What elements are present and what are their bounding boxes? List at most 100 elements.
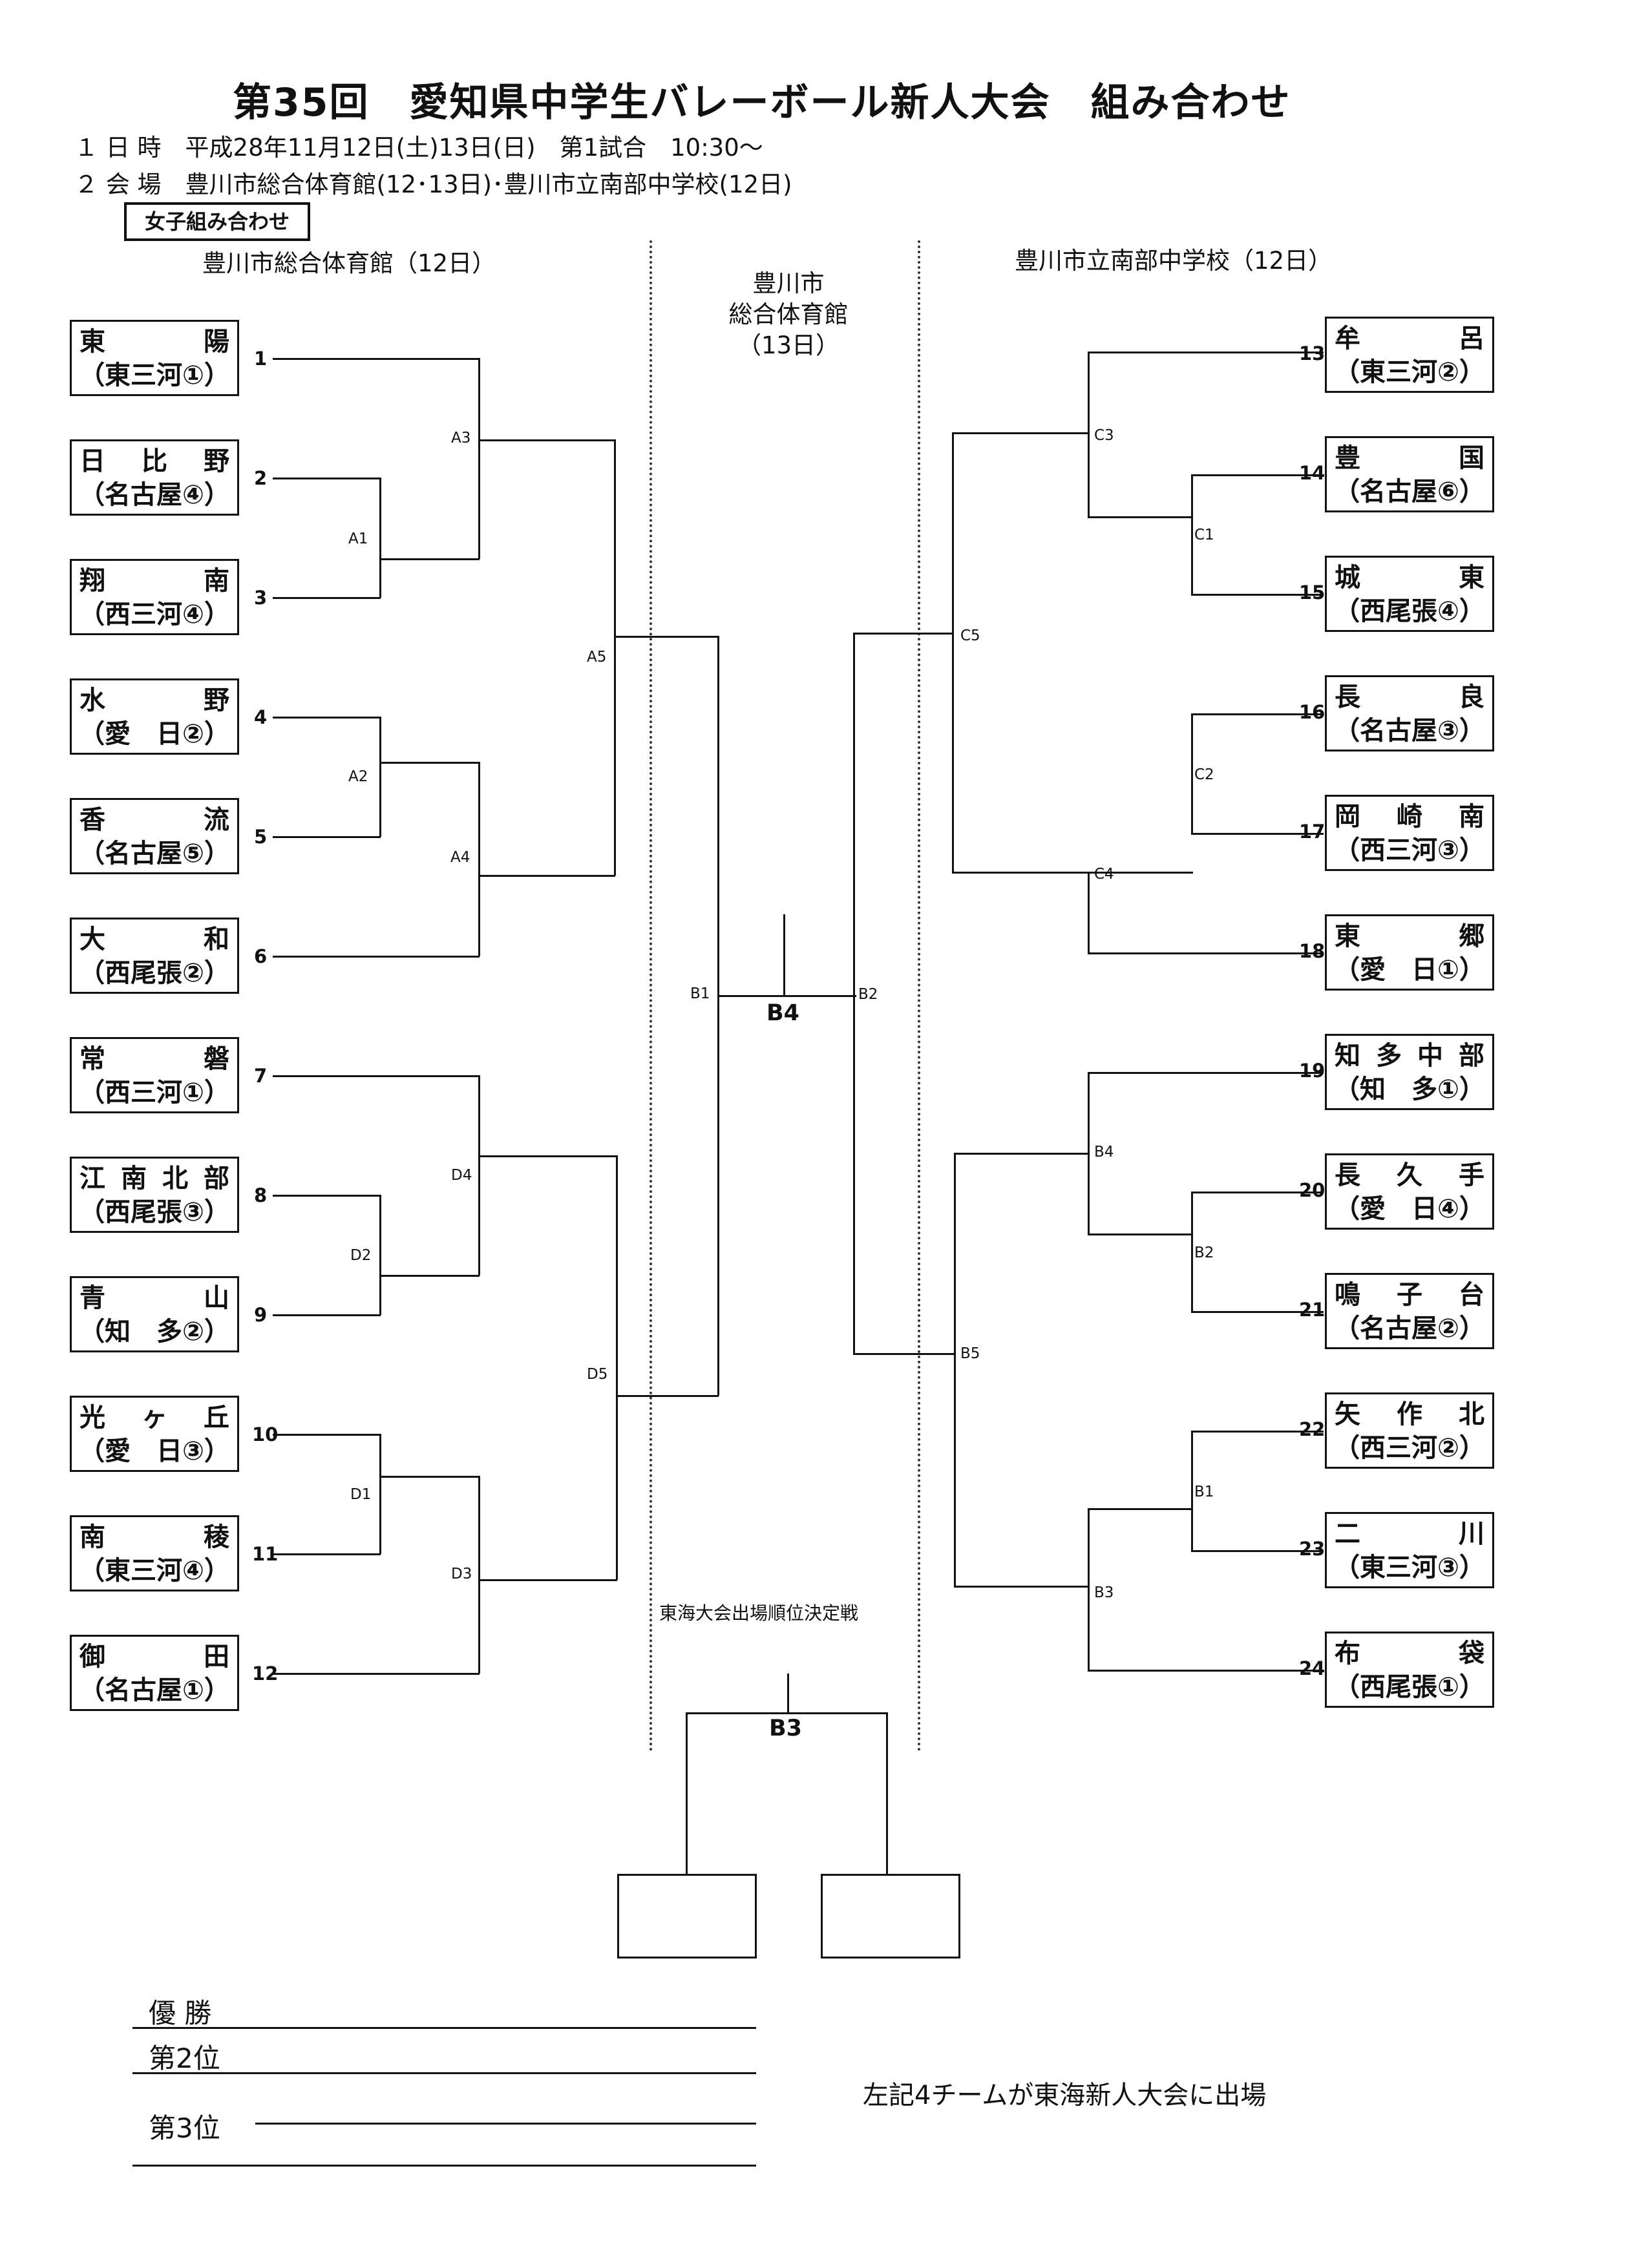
bracket-line	[787, 1674, 789, 1714]
bracket-line	[273, 597, 381, 599]
match-label: B1	[1194, 1484, 1214, 1500]
bracket-line	[273, 1075, 480, 1077]
bracket-line	[1191, 474, 1324, 476]
team-name: 牟呂	[1335, 324, 1484, 353]
bracket-line	[478, 1075, 480, 1276]
match-label: C3	[1094, 427, 1114, 444]
team-region: （東三河①）	[79, 361, 230, 390]
team-box: 東郷（愛 日①）	[1325, 914, 1494, 991]
bracket-line	[273, 717, 381, 719]
match-label: C4	[1094, 866, 1114, 883]
venue-center-line: （13日）	[737, 331, 840, 359]
team-region: （西尾張③）	[79, 1197, 230, 1227]
team-number: 4	[254, 706, 268, 728]
team-name: 江南北部	[79, 1164, 229, 1193]
team-name: 光ヶ丘	[79, 1403, 229, 1433]
team-name: 御田	[79, 1642, 229, 1672]
bracket-line	[954, 1586, 1090, 1588]
team-region: （知 多②）	[79, 1317, 230, 1347]
team-name: 知多中部	[1335, 1041, 1484, 1071]
bracket-line	[1191, 1192, 1193, 1312]
bracket-line	[1191, 1192, 1324, 1193]
bracket-line	[478, 1155, 617, 1157]
match-label: B4	[1094, 1144, 1114, 1160]
bracket-line	[1191, 1431, 1193, 1551]
team-box: 長久手（愛 日④）	[1325, 1153, 1494, 1230]
bracket-line	[273, 1673, 480, 1675]
bracket-line	[379, 1195, 381, 1315]
division-label: 女子組み合わせ	[124, 202, 310, 241]
divider-left	[650, 240, 652, 1752]
bracket-line	[784, 995, 855, 997]
team-number: 1	[254, 348, 268, 370]
team-box: 城東（西尾張④）	[1325, 556, 1494, 632]
match-label: B2	[858, 986, 878, 1003]
team-name: 大和	[79, 925, 229, 954]
team-number: 19	[1299, 1060, 1326, 1082]
team-name: 翔南	[79, 566, 229, 596]
bracket-line	[783, 914, 785, 996]
team-name: 東陽	[79, 327, 229, 357]
team-name: 城東	[1335, 563, 1484, 593]
match-label: A2	[348, 768, 368, 785]
team-number: 13	[1299, 342, 1326, 364]
team-region: （西三河②）	[1334, 1433, 1485, 1463]
team-box: 知多中部 （知 多①）	[1325, 1034, 1494, 1110]
bracket-line	[478, 875, 615, 877]
bracket-line	[1088, 1072, 1324, 1074]
team-box: 布袋（西尾張①）	[1325, 1632, 1494, 1708]
team-box: 日比野（名古屋④）	[70, 439, 239, 516]
result-line	[255, 2123, 756, 2125]
team-box: 長良（名古屋③）	[1325, 675, 1494, 751]
result-line	[132, 2165, 756, 2167]
match-label: A3	[451, 430, 471, 446]
team-region: （東三河②）	[1334, 357, 1485, 387]
match-label: C2	[1194, 766, 1214, 783]
match-label: A5	[587, 649, 607, 666]
bracket-line	[853, 1353, 956, 1355]
team-name: 南稜	[79, 1522, 229, 1552]
team-name: 二川	[1335, 1519, 1484, 1549]
bracket-line	[1088, 516, 1193, 518]
team-region: （愛 日①）	[1334, 955, 1485, 985]
team-name: 長久手	[1335, 1160, 1484, 1190]
team-box: 常磐 （西三河①）	[70, 1037, 239, 1113]
bracket-line	[478, 439, 615, 441]
venue-right: 豊川市立南部中学校（12日）	[1015, 247, 1333, 275]
team-number: 2	[254, 467, 268, 489]
team-name: 矢作北	[1335, 1400, 1484, 1429]
match-label: C5	[960, 627, 980, 644]
team-region: （名古屋⑥）	[1334, 477, 1485, 507]
team-region: （西三河④）	[79, 600, 230, 629]
bracket-line	[886, 1712, 888, 1875]
team-number: 5	[254, 826, 268, 848]
match-label: A4	[450, 849, 470, 866]
team-box: 岡崎南（西三河③）	[1325, 795, 1494, 871]
team-name: 常磐	[79, 1044, 229, 1074]
team-box: 東陽 （東三河①）	[70, 320, 239, 396]
team-name: 長良	[1335, 682, 1484, 712]
venue-left: 豊川市総合体育館（12日）	[202, 249, 496, 277]
bracket-line	[273, 836, 381, 838]
team-box: 豊国（名古屋⑥）	[1325, 436, 1494, 512]
team-box: 南稜（東三河④）	[70, 1515, 239, 1591]
match-label: D2	[350, 1247, 372, 1264]
team-box: 青山（知 多②）	[70, 1276, 239, 1352]
bracket-line	[616, 1395, 719, 1397]
bracket-line	[1088, 872, 1090, 953]
bracket-line	[1088, 872, 1193, 874]
team-box: 牟呂 （東三河②）	[1325, 317, 1494, 393]
team-box: 鳴子台（名古屋②）	[1325, 1273, 1494, 1349]
bracket-line	[954, 1153, 956, 1586]
team-box: 香流（名古屋⑤）	[70, 798, 239, 874]
result-line	[132, 2072, 756, 2074]
team-name: 日比野	[79, 446, 229, 476]
team-number: 15	[1299, 582, 1326, 604]
team-region: （西三河①）	[79, 1078, 230, 1108]
team-region: （名古屋⑤）	[79, 839, 230, 868]
bracket-line	[952, 432, 1090, 434]
page-title: 第35回 愛知県中学生バレーボール新人大会 組み合わせ	[233, 80, 1291, 125]
match-label: B5	[960, 1345, 980, 1362]
team-region: （知 多①）	[1334, 1075, 1485, 1104]
team-region: （西尾張④）	[1334, 596, 1485, 626]
